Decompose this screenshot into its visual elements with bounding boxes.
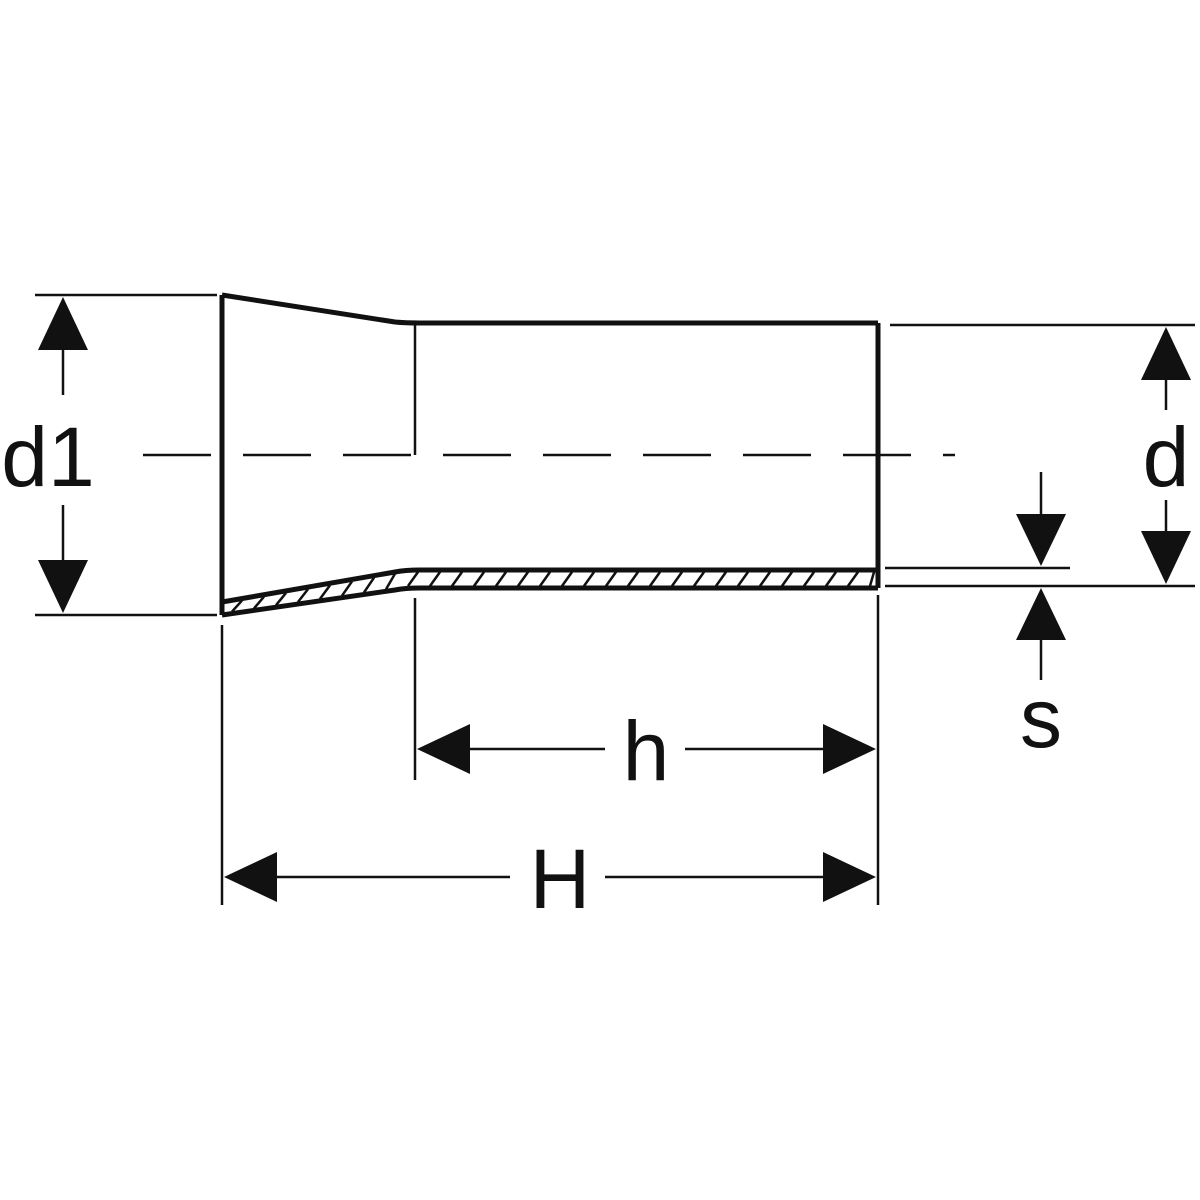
hatch-stroke: [253, 595, 265, 610]
s-label: s: [1020, 671, 1062, 765]
hatch-stroke: [297, 588, 309, 603]
hatch-stroke: [516, 571, 530, 587]
hatch-stroke: [802, 571, 816, 587]
hatch-stroke: [692, 571, 706, 587]
hatch-stroke: [406, 571, 420, 587]
hatch-stroke: [428, 571, 442, 587]
hatch-stroke: [824, 571, 838, 587]
h-dimension: h: [417, 704, 876, 798]
pipe-bottom-outer-edge: [221, 585, 878, 618]
H-dimension: H: [224, 832, 876, 926]
hatch-stroke: [736, 571, 750, 587]
hatch-stroke: [231, 599, 243, 613]
d-label: d: [1143, 410, 1190, 504]
hatch-stroke: [846, 571, 860, 587]
hatch-stroke: [318, 584, 332, 600]
h-arrow-right: [823, 724, 876, 774]
H-arrow-left: [224, 852, 277, 902]
hatch-stroke: [714, 571, 728, 587]
hatch-stroke: [670, 571, 684, 587]
hatch-stroke: [648, 571, 662, 587]
hatch-stroke: [340, 580, 354, 597]
wall-section-hatching: [231, 571, 876, 613]
hatch-stroke: [450, 571, 464, 587]
hatch-stroke: [626, 571, 640, 587]
s-arrow-up: [1016, 588, 1066, 640]
h-arrow-left: [417, 724, 470, 774]
d1-dimension: d1: [1, 297, 95, 613]
pipe-body: [219, 292, 881, 618]
hatch-stroke: [494, 571, 508, 587]
pipe-top-edge: [221, 292, 878, 326]
d-dimension: d: [1141, 327, 1191, 584]
h-label: h: [623, 704, 670, 798]
d-arrow-down: [1141, 531, 1191, 584]
d1-label: d1: [1, 410, 94, 504]
hatch-stroke: [604, 571, 618, 587]
d1-arrow-down: [38, 560, 88, 613]
hatch-stroke: [472, 571, 486, 587]
hatch-stroke: [758, 571, 772, 587]
hatch-stroke: [780, 571, 794, 587]
hatch-stroke: [275, 592, 287, 606]
hatch-stroke: [538, 571, 552, 587]
H-label: H: [530, 832, 591, 926]
hatch-stroke: [384, 571, 398, 590]
s-arrow-down: [1016, 514, 1066, 566]
d-arrow-up: [1141, 327, 1191, 380]
hatch-stroke: [362, 576, 376, 594]
H-arrow-right: [823, 852, 876, 902]
extension-lines: [35, 293, 1195, 905]
hatch-stroke: [560, 571, 574, 587]
s-dimension: s: [1016, 472, 1066, 765]
hatch-stroke: [868, 571, 876, 587]
hatch-stroke: [582, 571, 596, 587]
d1-arrow-up: [38, 297, 88, 350]
